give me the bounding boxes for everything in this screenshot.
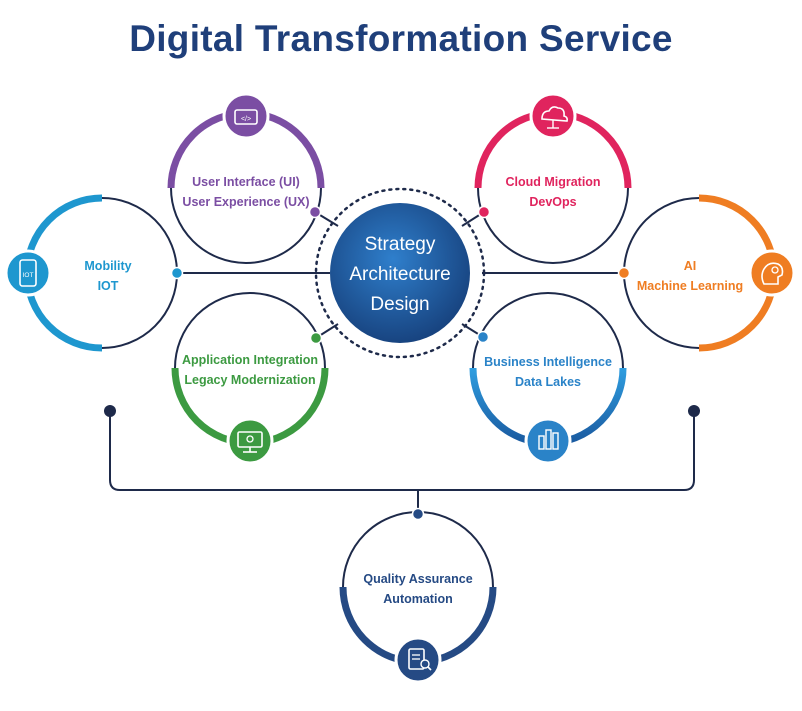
service-ui-line-1: User Interface (UI) xyxy=(192,175,300,189)
service-bi: Business Intelligence Data Lakes xyxy=(469,292,627,465)
mobile-iot-icon xyxy=(4,249,52,297)
service-integration: Application Integration Legacy Moderniza… xyxy=(171,292,329,465)
qa-clipboard-icon xyxy=(394,636,442,684)
bracket-dot-left xyxy=(104,405,116,417)
center-line-1: Strategy xyxy=(365,234,436,255)
center-line-3: Design xyxy=(370,294,429,315)
bracket-dot-right xyxy=(688,405,700,417)
service-cloud-line-1: Cloud Migration xyxy=(505,175,600,189)
ai-brain-icon xyxy=(748,249,796,297)
center-dotted-ring xyxy=(314,187,486,359)
integration-monitor-icon xyxy=(226,417,274,465)
service-qa: Quality Assurance Automation xyxy=(339,507,497,684)
service-ai-line-2: Machine Learning xyxy=(637,279,743,293)
service-cloud: Cloud Migration DevOps xyxy=(474,92,632,264)
center-line-2: Architecture xyxy=(349,264,450,285)
iot-icon-label: IOT xyxy=(23,272,34,279)
service-mobility-line-1: Mobility xyxy=(84,259,131,273)
connector-bracket xyxy=(109,411,695,491)
center-node: Strategy Architecture Design xyxy=(314,187,486,359)
service-ai: AI Machine Learning xyxy=(617,194,796,352)
page-title: Digital Transformation Service xyxy=(129,18,673,59)
service-ai-line-1: AI xyxy=(684,259,697,273)
service-cloud-line-2: DevOps xyxy=(529,195,576,209)
service-mobility-line-2: IOT xyxy=(98,279,119,293)
ui-icon-label: </> xyxy=(241,116,251,123)
service-bi-line-2: Data Lakes xyxy=(515,375,581,389)
service-integration-line-2: Legacy Modernization xyxy=(184,373,315,387)
bi-building-chart-icon xyxy=(524,417,572,465)
cloud-network-icon xyxy=(529,92,577,140)
service-mobility: IOT Mobility IOT xyxy=(4,194,184,352)
service-ui-ux: </> User Interface (UI) User Experience … xyxy=(167,92,325,264)
ui-window-icon xyxy=(222,92,270,140)
service-qa-line-1: Quality Assurance xyxy=(363,572,472,586)
center-circle xyxy=(330,203,470,343)
service-ui-line-2: User Experience (UX) xyxy=(182,195,309,209)
service-integration-line-1: Application Integration xyxy=(182,353,318,367)
service-qa-line-2: Automation xyxy=(383,592,452,606)
service-bi-line-1: Business Intelligence xyxy=(484,355,612,369)
